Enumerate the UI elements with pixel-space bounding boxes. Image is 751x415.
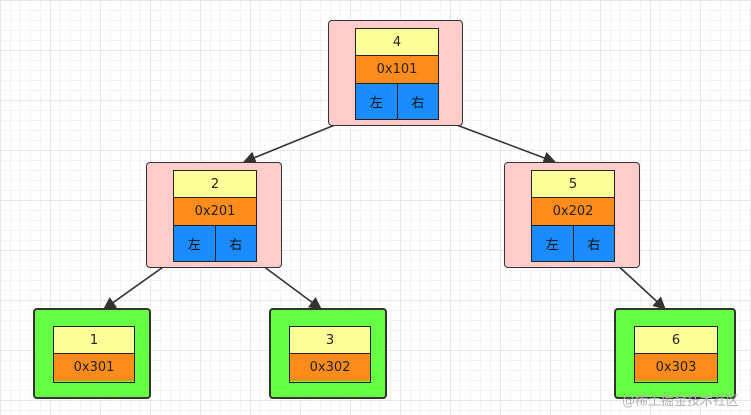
watermark: @稀土掘金技术社区 [621, 394, 739, 409]
edge-2-1 [102, 259, 174, 310]
node-6-value: 6 [635, 327, 717, 354]
tree-node-2: 2 0x201 左 右 [146, 162, 282, 268]
node-5-right-pointer: 右 [572, 226, 615, 261]
node-4-address: 0x101 [356, 56, 438, 83]
node-2-pointers: 左 右 [174, 225, 256, 261]
node-6-struct: 6 0x303 [634, 326, 718, 383]
node-2-right-pointer: 右 [214, 226, 257, 261]
node-4-left-pointer: 左 [369, 96, 383, 111]
node-5-value: 5 [532, 171, 614, 198]
node-2-address: 0x201 [174, 198, 256, 225]
node-3-struct: 3 0x302 [289, 326, 371, 383]
node-1-value: 1 [54, 327, 134, 354]
edge-5-6 [613, 261, 666, 310]
node-5-pointers: 左 右 [532, 225, 614, 261]
node-2-left-pointer: 左 [187, 238, 201, 253]
node-1-struct: 1 0x301 [53, 326, 135, 383]
node-4-struct: 4 0x101 左 右 [355, 28, 439, 120]
node-3-value: 3 [290, 327, 370, 354]
node-5-struct: 5 0x202 左 右 [531, 170, 615, 262]
node-1-address: 0x301 [54, 354, 134, 381]
node-4-value: 4 [356, 29, 438, 56]
tree-node-3: 3 0x302 [269, 308, 387, 399]
node-4-pointers: 左 右 [356, 83, 438, 119]
tree-node-1: 1 0x301 [33, 308, 151, 399]
node-2-struct: 2 0x201 左 右 [173, 170, 257, 262]
node-5-address: 0x202 [532, 198, 614, 225]
tree-node-4: 4 0x101 左 右 [328, 20, 463, 126]
node-3-address: 0x302 [290, 354, 370, 381]
node-4-right-pointer: 右 [396, 84, 439, 119]
tree-node-5: 5 0x202 左 右 [504, 162, 640, 268]
tree-node-6: 6 0x303 [614, 308, 736, 399]
node-2-value: 2 [174, 171, 256, 198]
edge-2-3 [254, 259, 323, 310]
node-5-left-pointer: 左 [545, 238, 559, 253]
node-6-address: 0x303 [635, 354, 717, 381]
